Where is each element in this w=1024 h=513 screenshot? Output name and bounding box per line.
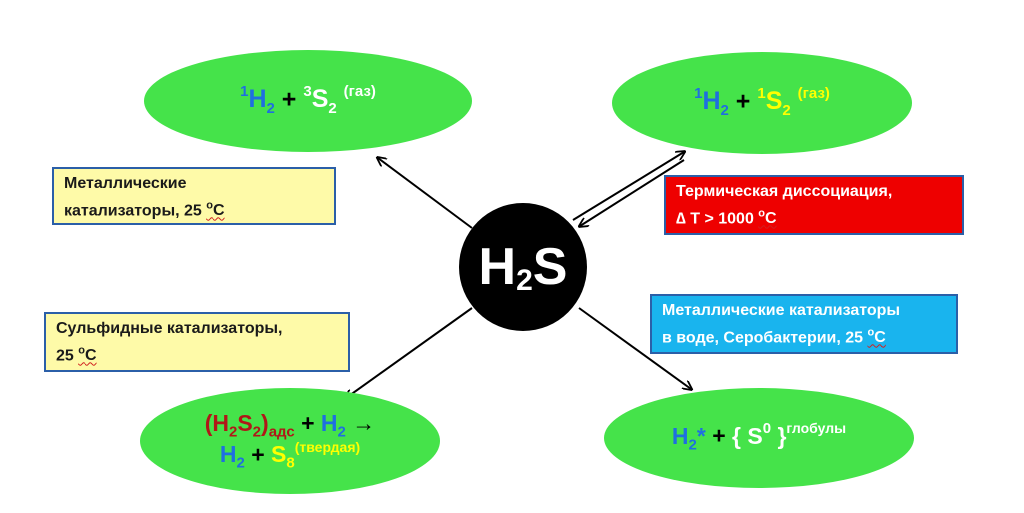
condition-line2: в воде, Серобактерии, 25 оС	[662, 327, 886, 347]
arrow-to-top-right-forward	[572, 152, 684, 221]
condition-line1: Сульфидные катализаторы,	[56, 320, 283, 337]
product-formula-line2: H2 + S8(твердая)	[219, 438, 361, 472]
condition-box-top-right: Термическая диссоциация, ∆ T > 1000 оС	[664, 175, 964, 235]
arrow-to-bottom-right	[578, 307, 691, 389]
arrow-to-bottom-left	[346, 307, 473, 398]
product-ellipse-bottom-left: (H2S2)адс + H2 → H2 + S8(твердая)	[140, 388, 440, 494]
product-ellipse-bottom-right: H2* + { S0 }глобулы	[604, 388, 914, 488]
condition-box-bottom-left: Сульфидные катализаторы, 25 оС	[44, 312, 350, 372]
product-ellipse-top-right: 1H2 + 1S2 (газ)	[612, 52, 912, 154]
product-formula: 1H2 + 3S2 (газ)	[240, 82, 376, 118]
product-formula: H2* + { S0 }глобулы	[671, 420, 847, 454]
arrow-to-top-right-reverse	[580, 159, 685, 226]
condition-line2: 25 оС	[56, 345, 97, 365]
condition-box-bottom-right: Металлические катализаторы в воде, Сероб…	[650, 294, 958, 354]
product-formula: 1H2 + 1S2 (газ)	[694, 84, 830, 120]
condition-line2: катализаторы, 25 оС	[64, 200, 225, 220]
condition-box-top-left: Металлические катализаторы, 25 оС	[52, 167, 336, 225]
product-formula-line1: (H2S2)адс + H2 →	[204, 409, 376, 441]
arrow-to-top-left	[378, 158, 473, 229]
condition-line1: Металлические катализаторы	[662, 302, 901, 319]
condition-line1: Термическая диссоциация,	[676, 183, 893, 200]
condition-line1: Металлические	[64, 175, 187, 192]
product-ellipse-top-left: 1H2 + 3S2 (газ)	[144, 50, 472, 152]
condition-line2: ∆ T > 1000 оС	[676, 208, 777, 228]
